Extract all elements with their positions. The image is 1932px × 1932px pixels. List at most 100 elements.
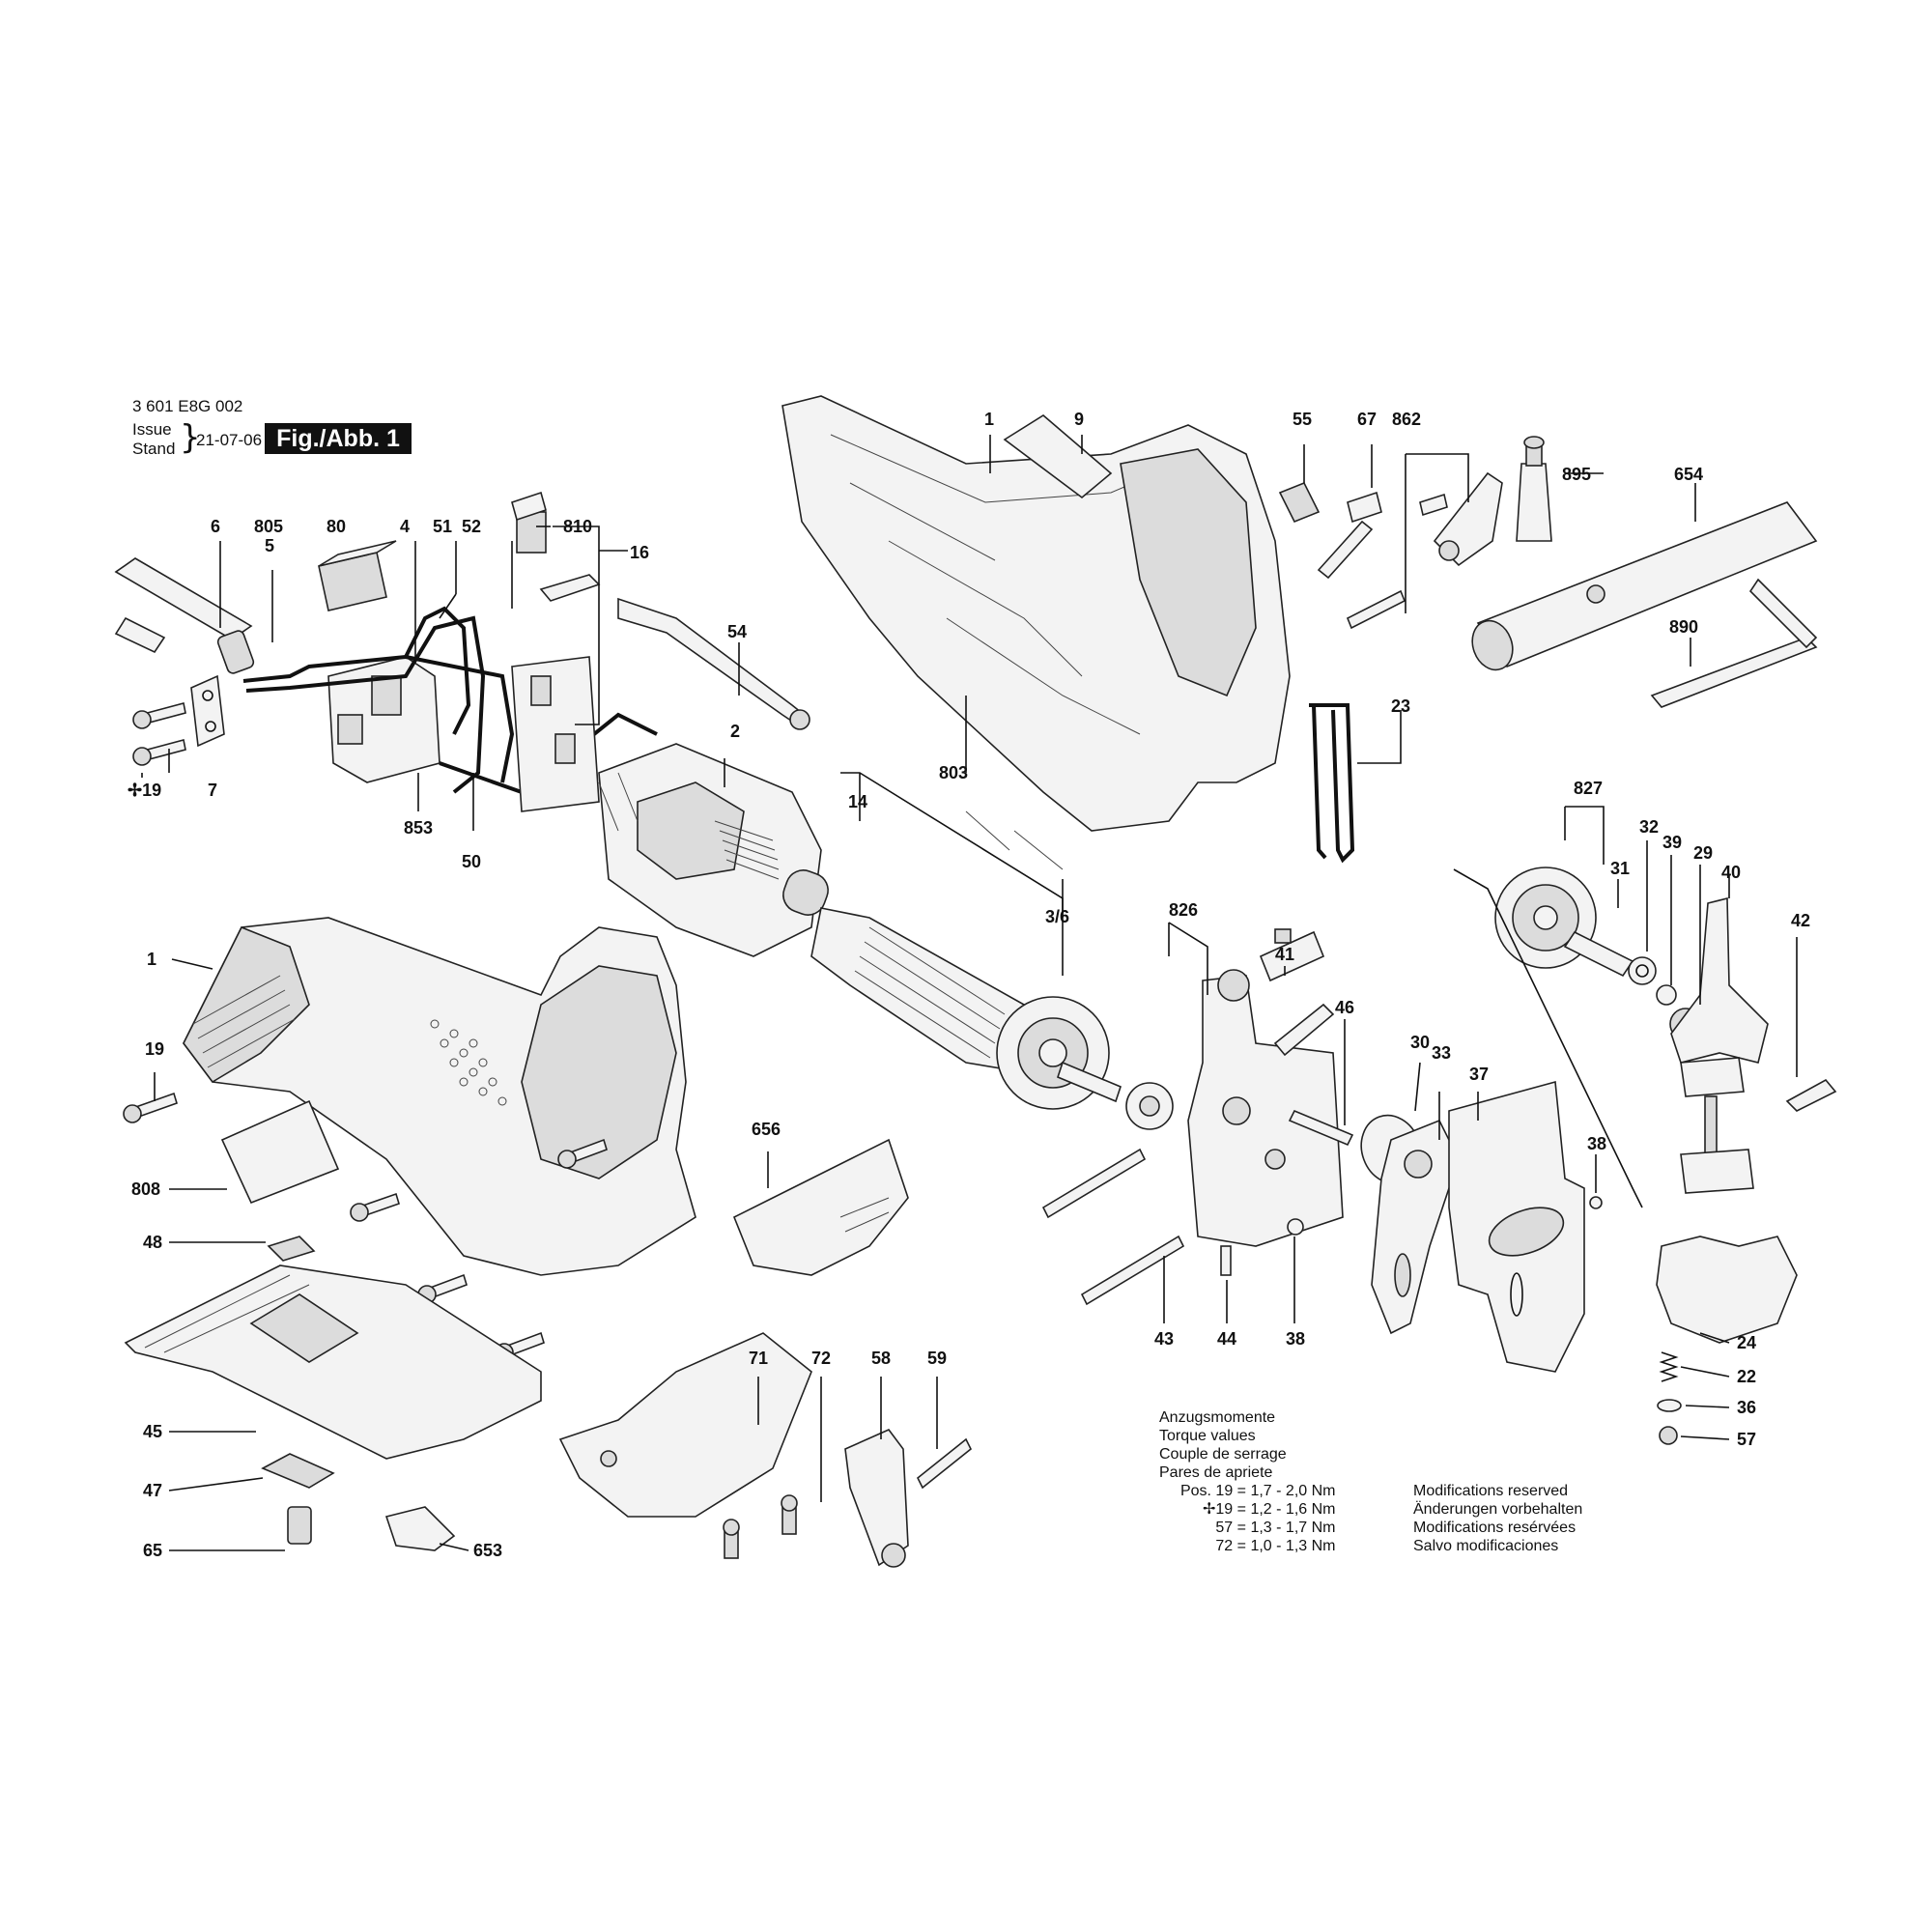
armature bbox=[782, 869, 1174, 1130]
part-label: 890 bbox=[1669, 617, 1698, 637]
torque-notes: Anzugsmomente Torque values Couple de se… bbox=[1159, 1408, 1335, 1555]
torque-title-es: Pares de apriete bbox=[1159, 1464, 1273, 1481]
part-label: 39 bbox=[1662, 833, 1682, 852]
torque-title-de: Anzugsmomente bbox=[1159, 1409, 1276, 1426]
part-label: 48 bbox=[143, 1233, 162, 1252]
gear-wheel bbox=[1494, 867, 1634, 978]
dust-extraction-tube bbox=[1471, 501, 1818, 671]
part-label: 7 bbox=[208, 781, 217, 800]
stand-label: Stand bbox=[132, 440, 176, 458]
modification-note: Salvo modificaciones bbox=[1413, 1538, 1559, 1554]
gear-housing-plate bbox=[1187, 969, 1344, 1247]
field-stator bbox=[598, 743, 822, 957]
torque-row: ✢19 = 1,2 - 1,6 Nm bbox=[1203, 1501, 1336, 1518]
nut-48 bbox=[267, 1236, 316, 1262]
part-label: 52 bbox=[462, 517, 481, 536]
issue-date: 21-07-06 bbox=[196, 431, 263, 449]
part-label: 71 bbox=[749, 1349, 768, 1368]
part-label: 656 bbox=[752, 1120, 781, 1139]
capacitor bbox=[318, 540, 397, 611]
part-label: 9 bbox=[1074, 410, 1084, 429]
leader-lines bbox=[141, 435, 1798, 1551]
part-label: 3/6 bbox=[1045, 907, 1069, 926]
part-label: 59 bbox=[927, 1349, 947, 1368]
part-label: 895 bbox=[1562, 465, 1591, 484]
part-label: 827 bbox=[1574, 779, 1603, 798]
cable-clamp bbox=[190, 674, 225, 748]
header-brace: } bbox=[180, 418, 201, 457]
part-label: 46 bbox=[1335, 998, 1354, 1017]
label-plate bbox=[1003, 414, 1113, 499]
part-label: 23 bbox=[1391, 696, 1410, 716]
motor-housing bbox=[183, 917, 696, 1276]
part-label: 65 bbox=[143, 1541, 162, 1560]
part-label: 31 bbox=[1610, 859, 1630, 878]
power-cord bbox=[114, 557, 255, 674]
lever-cap bbox=[1785, 1078, 1837, 1112]
part-label: 58 bbox=[871, 1349, 891, 1368]
part-label: 654 bbox=[1674, 465, 1703, 484]
part-label: 80 bbox=[327, 517, 346, 536]
part-label: 29 bbox=[1693, 843, 1713, 863]
wire-bracket bbox=[1309, 703, 1355, 864]
blade-guard-656 bbox=[732, 1138, 909, 1276]
part-label: 653 bbox=[473, 1541, 502, 1560]
allen-key bbox=[1650, 578, 1818, 708]
roller-bracket-58 bbox=[844, 1429, 909, 1568]
torque-title-fr: Couple de serrage bbox=[1159, 1446, 1287, 1463]
part-label: 44 bbox=[1217, 1329, 1236, 1349]
part-label: 36 bbox=[1737, 1398, 1756, 1417]
figure-badge: Fig./Abb. 1 bbox=[265, 423, 412, 454]
chip-guard-71 bbox=[558, 1332, 812, 1518]
part-label: 32 bbox=[1639, 817, 1659, 837]
part-label: 16 bbox=[630, 543, 649, 562]
pins-43-44 bbox=[1041, 1148, 1603, 1306]
part-label: 810 bbox=[563, 517, 592, 536]
base-plate bbox=[124, 1264, 542, 1460]
torque-row: 57 = 1,3 - 1,7 Nm bbox=[1215, 1520, 1336, 1536]
screws-72 bbox=[723, 1494, 798, 1559]
modification-note: Modifications reserved bbox=[1413, 1483, 1569, 1499]
pin-59 bbox=[916, 1437, 973, 1490]
part-label: 826 bbox=[1169, 900, 1198, 920]
shaft-46 bbox=[1288, 1109, 1354, 1147]
part-label: 14 bbox=[848, 792, 867, 811]
part-label: 862 bbox=[1392, 410, 1421, 429]
spring-washer-screw bbox=[1657, 1351, 1682, 1445]
part-number-labels: 6 805 5 80 4 51 52 810 16 54 ✢19 7 853 5… bbox=[128, 410, 1810, 1560]
torque-row: Pos. 19 = 1,7 - 2,0 Nm bbox=[1179, 1483, 1336, 1499]
wiring-harness bbox=[242, 606, 658, 795]
part-label: 40 bbox=[1721, 863, 1741, 882]
torque-row: 72 = 1,0 - 1,3 Nm bbox=[1215, 1538, 1336, 1554]
document-number: 3 601 E8G 002 bbox=[132, 397, 243, 415]
part-label: 22 bbox=[1737, 1367, 1756, 1386]
part-label: 41 bbox=[1275, 945, 1294, 964]
cover-plate-37 bbox=[1448, 1080, 1585, 1373]
part-label: 67 bbox=[1357, 410, 1377, 429]
part-label: 805 bbox=[254, 517, 283, 536]
part-label: 50 bbox=[462, 852, 481, 871]
part-label: 1 bbox=[984, 410, 994, 429]
rating-label bbox=[220, 1099, 340, 1205]
part-label: 4 bbox=[400, 517, 410, 536]
modification-note: Modifications resérvées bbox=[1413, 1520, 1577, 1536]
housing-half-shell bbox=[781, 395, 1291, 870]
clamp-screws bbox=[132, 702, 186, 766]
part-label: 38 bbox=[1587, 1134, 1606, 1153]
part-label: 853 bbox=[404, 818, 433, 838]
switch bbox=[327, 656, 440, 783]
part-label: 51 bbox=[433, 517, 452, 536]
part-label: 47 bbox=[143, 1481, 162, 1500]
lubricant-tube bbox=[1516, 436, 1552, 542]
part-label: 33 bbox=[1432, 1043, 1451, 1063]
part-label: ✢19 bbox=[128, 781, 161, 800]
brush-holder bbox=[511, 491, 600, 812]
plunger-assembly bbox=[1680, 1057, 1754, 1194]
base-parts-47-65-653 bbox=[261, 1453, 456, 1551]
modification-notes: Modifications reserved Änderungen vorbeh… bbox=[1413, 1482, 1582, 1555]
part-label: 30 bbox=[1410, 1033, 1430, 1052]
part-label: 1 bbox=[147, 950, 156, 969]
plunger-guard bbox=[1656, 1236, 1798, 1344]
part-label: 42 bbox=[1791, 911, 1810, 930]
